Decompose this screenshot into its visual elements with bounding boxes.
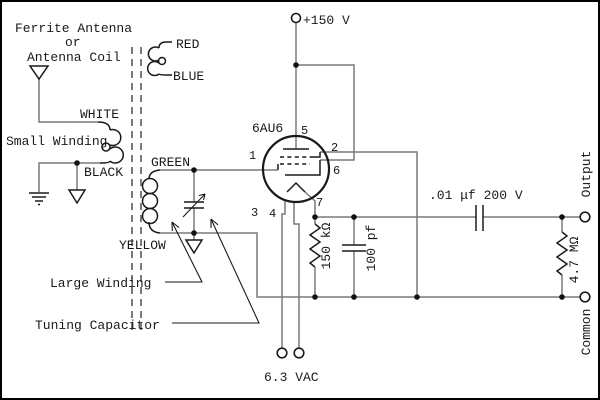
antenna-icon xyxy=(28,65,50,81)
label-tuning-capacitor: Tuning Capacitor xyxy=(35,318,160,333)
pin-label-1: 1 xyxy=(249,149,256,163)
wire-heater-pin3 xyxy=(281,200,286,349)
pin-label-4: 4 xyxy=(269,207,276,221)
wire-pin2-to-common xyxy=(320,151,418,297)
resistor-4-7m xyxy=(555,231,569,276)
label-cathode-capacitor: 100 pf xyxy=(364,225,379,272)
label-green: GREEN xyxy=(151,155,190,170)
junction-dots xyxy=(74,62,565,300)
pin-label-3: 3 xyxy=(251,206,258,220)
wire-heater-pin4 xyxy=(293,201,300,349)
earth-ground-icon xyxy=(29,192,49,206)
terminal-b-plus xyxy=(290,12,302,24)
label-large-winding: Large Winding xyxy=(50,276,151,291)
label-coupling-cap: .01 μf 200 V xyxy=(429,188,523,203)
terminal-output xyxy=(579,211,591,223)
large-winding-coil xyxy=(141,169,161,234)
pin-label-5: 5 xyxy=(301,124,308,138)
chassis-ground-icon-tank xyxy=(184,239,204,255)
pin2-connector xyxy=(310,152,321,158)
small-winding-coil xyxy=(97,121,125,164)
tuning-capacitor-leader-arrow xyxy=(172,218,260,324)
terminal-heater-2 xyxy=(293,347,305,359)
label-common: Common xyxy=(579,309,594,356)
pin-label-6: 6 xyxy=(333,164,340,178)
pin-label-2: 2 xyxy=(331,141,338,155)
large-winding-leader-arrow xyxy=(165,221,203,283)
wire-bplus-screen xyxy=(296,64,355,161)
resistor-150k xyxy=(308,223,322,268)
label-heater: 6.3 VAC xyxy=(264,370,319,385)
label-black: BLACK xyxy=(84,165,123,180)
label-red: RED xyxy=(176,37,200,52)
wire-cathode-lead xyxy=(304,191,316,217)
red-blue-coil xyxy=(146,41,172,77)
terminal-common xyxy=(579,291,591,303)
tuning-capacitor-symbol xyxy=(182,193,206,218)
capacitor-100pf xyxy=(342,244,366,252)
tube-6au6 xyxy=(261,134,331,204)
label-ferrite-antenna-line3: Antenna Coil xyxy=(27,50,121,65)
grid3-connector xyxy=(285,160,321,176)
label-ferrite-antenna-line1: Ferrite Antenna xyxy=(15,21,132,36)
label-white: WHITE xyxy=(80,107,119,122)
label-output: Output xyxy=(579,151,594,198)
cathode-electrode xyxy=(286,181,306,193)
label-cathode-resistor: 150 kΩ xyxy=(319,222,334,269)
label-load-resistor: 4.7 MΩ xyxy=(567,236,582,283)
wire-antenna-white xyxy=(38,79,98,123)
tube-envelope xyxy=(261,134,331,204)
capacitor-01uf xyxy=(475,205,484,231)
pin-label-7: 7 xyxy=(316,196,323,210)
label-small-winding: Small Winding xyxy=(6,134,107,149)
label-ferrite-antenna-line2: or xyxy=(65,35,81,50)
terminal-heater-1 xyxy=(276,347,288,359)
label-yellow: YELLOW xyxy=(119,238,166,253)
label-blue: BLUE xyxy=(173,69,204,84)
wires xyxy=(38,22,581,349)
label-supply: +150 V xyxy=(303,13,350,28)
chassis-ground-icon-black xyxy=(67,189,87,205)
label-tube: 6AU6 xyxy=(252,121,283,136)
